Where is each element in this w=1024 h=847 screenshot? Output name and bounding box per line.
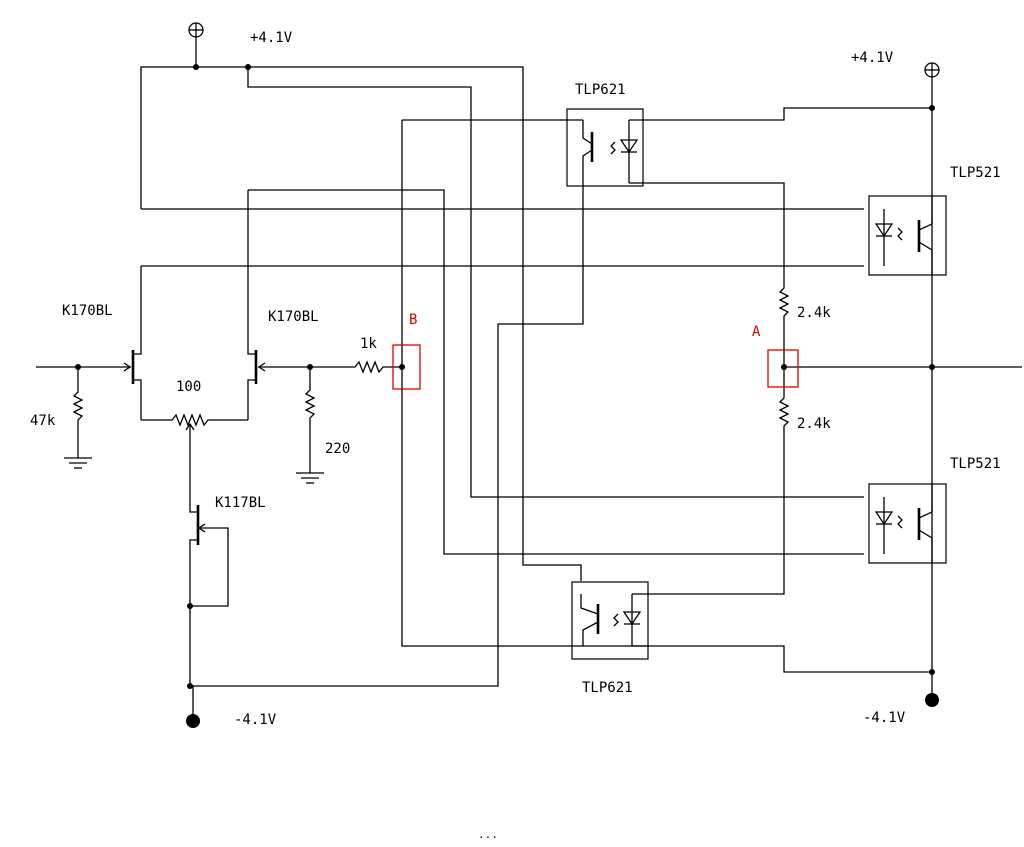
label-probe-a: A — [752, 324, 761, 340]
wire-b-to-bottom-opto — [401, 120, 649, 647]
opto-tlp621-top — [566, 108, 644, 187]
label-r-top: 2.4k — [797, 305, 831, 321]
jfet-right — [247, 190, 303, 420]
junction-dots — [75, 64, 935, 689]
label-r-bottom: 2.4k — [797, 416, 831, 432]
wire-vplus-to-bottom-opto — [140, 66, 582, 581]
vminus-right-terminal — [925, 693, 939, 707]
label-r-220: 220 — [325, 441, 350, 457]
wire-drain-right-to-bottom-tlp521 — [248, 189, 864, 555]
label-jfet-bottom: K117BL — [215, 495, 266, 511]
wire-top-opto-to-vminus — [190, 172, 584, 687]
resistor-47k — [72, 367, 84, 458]
label-r-1k: 1k — [360, 336, 377, 352]
label-vplus-left: +4.1V — [250, 30, 293, 46]
jfet-left — [78, 266, 142, 420]
label-vminus-left: -4.1V — [234, 712, 277, 728]
opto-tlp521-bottom — [868, 483, 947, 564]
label-vminus-right: -4.1V — [863, 710, 906, 726]
probe-b-marker — [392, 344, 421, 390]
label-pot: 100 — [176, 379, 201, 395]
wire-bottom-opto-led-to-vminus — [632, 645, 932, 673]
resistor-2.4k-bottom — [778, 367, 790, 442]
wire-vminus-left — [190, 685, 194, 714]
label-vplus-right: +4.1V — [851, 50, 894, 66]
label-opto-top-right: TLP521 — [950, 165, 1001, 181]
wire-r-to-bottom-opto-led — [632, 442, 785, 595]
label-opto-top-left: TLP621 — [575, 82, 626, 98]
vminus-left-terminal — [186, 714, 200, 728]
label-opto-bottom-left: TLP621 — [582, 680, 633, 696]
label-jfet-left: K170BL — [62, 303, 113, 319]
ground-symbol-left — [64, 457, 92, 469]
label-opto-bottom-right: TLP521 — [950, 456, 1001, 472]
wire-top-opto-led-to-r — [629, 182, 785, 282]
label-jfet-right: K170BL — [268, 309, 319, 325]
label-r-in: 47k — [30, 413, 56, 429]
potentiometer-100 — [141, 413, 248, 503]
resistor-220 — [304, 367, 316, 473]
opto-tlp521-top — [868, 195, 947, 276]
jfet-bottom — [189, 503, 229, 686]
wire-top-opto-led-to-vplus — [629, 107, 932, 121]
resistor-1k — [303, 360, 404, 374]
vplus-left-terminal — [188, 22, 204, 67]
vplus-right-terminal — [924, 62, 940, 108]
label-probe-b: B — [409, 312, 417, 328]
label-ellipsis: ... — [478, 828, 498, 841]
probe-a-marker — [767, 349, 799, 388]
opto-tlp621-bottom — [571, 581, 649, 660]
resistor-2.4k-top — [778, 282, 790, 367]
wire-vplus-to-bottom-tlp521 — [247, 67, 864, 498]
ground-symbol-right — [296, 472, 324, 484]
